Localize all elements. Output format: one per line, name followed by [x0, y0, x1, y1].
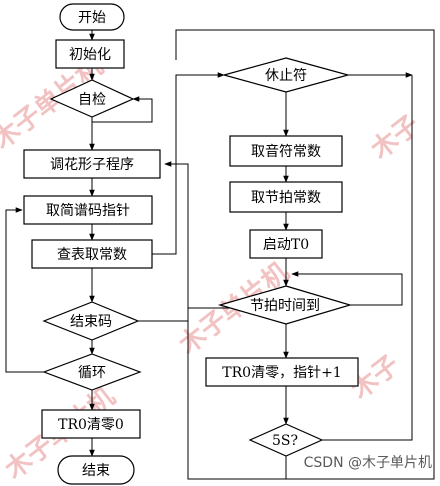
fetch-code-node: 取简谱码指针 — [23, 195, 153, 225]
lookup-label: 查表取常数 — [57, 247, 127, 263]
connectors-left — [5, 30, 153, 457]
loop-decision: 循环 — [42, 353, 142, 391]
arrow-lookup-rest — [152, 72, 225, 255]
call-song-node: 调花形子程序 — [23, 149, 161, 179]
connectors-cross — [138, 29, 435, 480]
arrow-endcode-right — [138, 307, 236, 322]
arrow-beattime-loop — [291, 271, 403, 306]
call-song-label: 调花形子程序 — [50, 157, 134, 173]
watermark-text-4: 木子 — [365, 110, 425, 166]
end-label: 结束 — [82, 463, 110, 479]
five-s-label: 5S? — [272, 433, 298, 449]
self-check-decision: 自检 — [49, 79, 135, 118]
beat-time-decision: 节拍时间到 — [217, 285, 353, 325]
arrow-selfcheck-loop — [92, 98, 153, 123]
beat-const-label: 取节拍常数 — [251, 190, 321, 206]
start-t0-label: 启动T0 — [263, 237, 309, 253]
arrow-outer-loop-call — [164, 29, 435, 480]
clear-ptr-label: TR0清零，指针+1 — [222, 365, 341, 381]
end-node: 结束 — [57, 455, 135, 485]
clear-tr0-node: TR0清零0 — [41, 409, 141, 439]
fetch-code-label: 取简谱码指针 — [46, 202, 130, 219]
init-label: 初始化 — [69, 46, 111, 63]
clear-tr0-label: TR0清零0 — [58, 417, 124, 433]
start-t0-node: 启动T0 — [249, 229, 323, 259]
rest-label: 休止符 — [265, 68, 307, 84]
five-s-decision: 5S? — [248, 423, 324, 457]
arrow-loop-back-fetch — [5, 207, 44, 373]
clear-ptr-node: TR0清零，指针+1 — [205, 357, 359, 387]
note-const-label: 取音符常数 — [251, 143, 321, 160]
init-node: 初始化 — [55, 39, 125, 69]
beat-const-node: 取节拍常数 — [229, 181, 343, 213]
rest-decision: 休止符 — [221, 57, 351, 93]
lookup-node: 查表取常数 — [31, 239, 153, 269]
end-code-decision: 结束码 — [42, 301, 140, 341]
start-node: 开始 — [59, 3, 125, 31]
arrow-5s-right-loop — [322, 75, 413, 441]
credit-text: CSDN @木子单片机 — [303, 455, 432, 471]
self-check-label: 自检 — [78, 92, 106, 108]
note-const-node: 取音符常数 — [229, 135, 343, 167]
beat-time-label: 节拍时间到 — [250, 298, 320, 314]
connectors-right — [283, 72, 413, 479]
start-label: 开始 — [78, 10, 106, 26]
loop-label: 循环 — [78, 365, 106, 381]
end-code-label: 结束码 — [70, 314, 112, 330]
